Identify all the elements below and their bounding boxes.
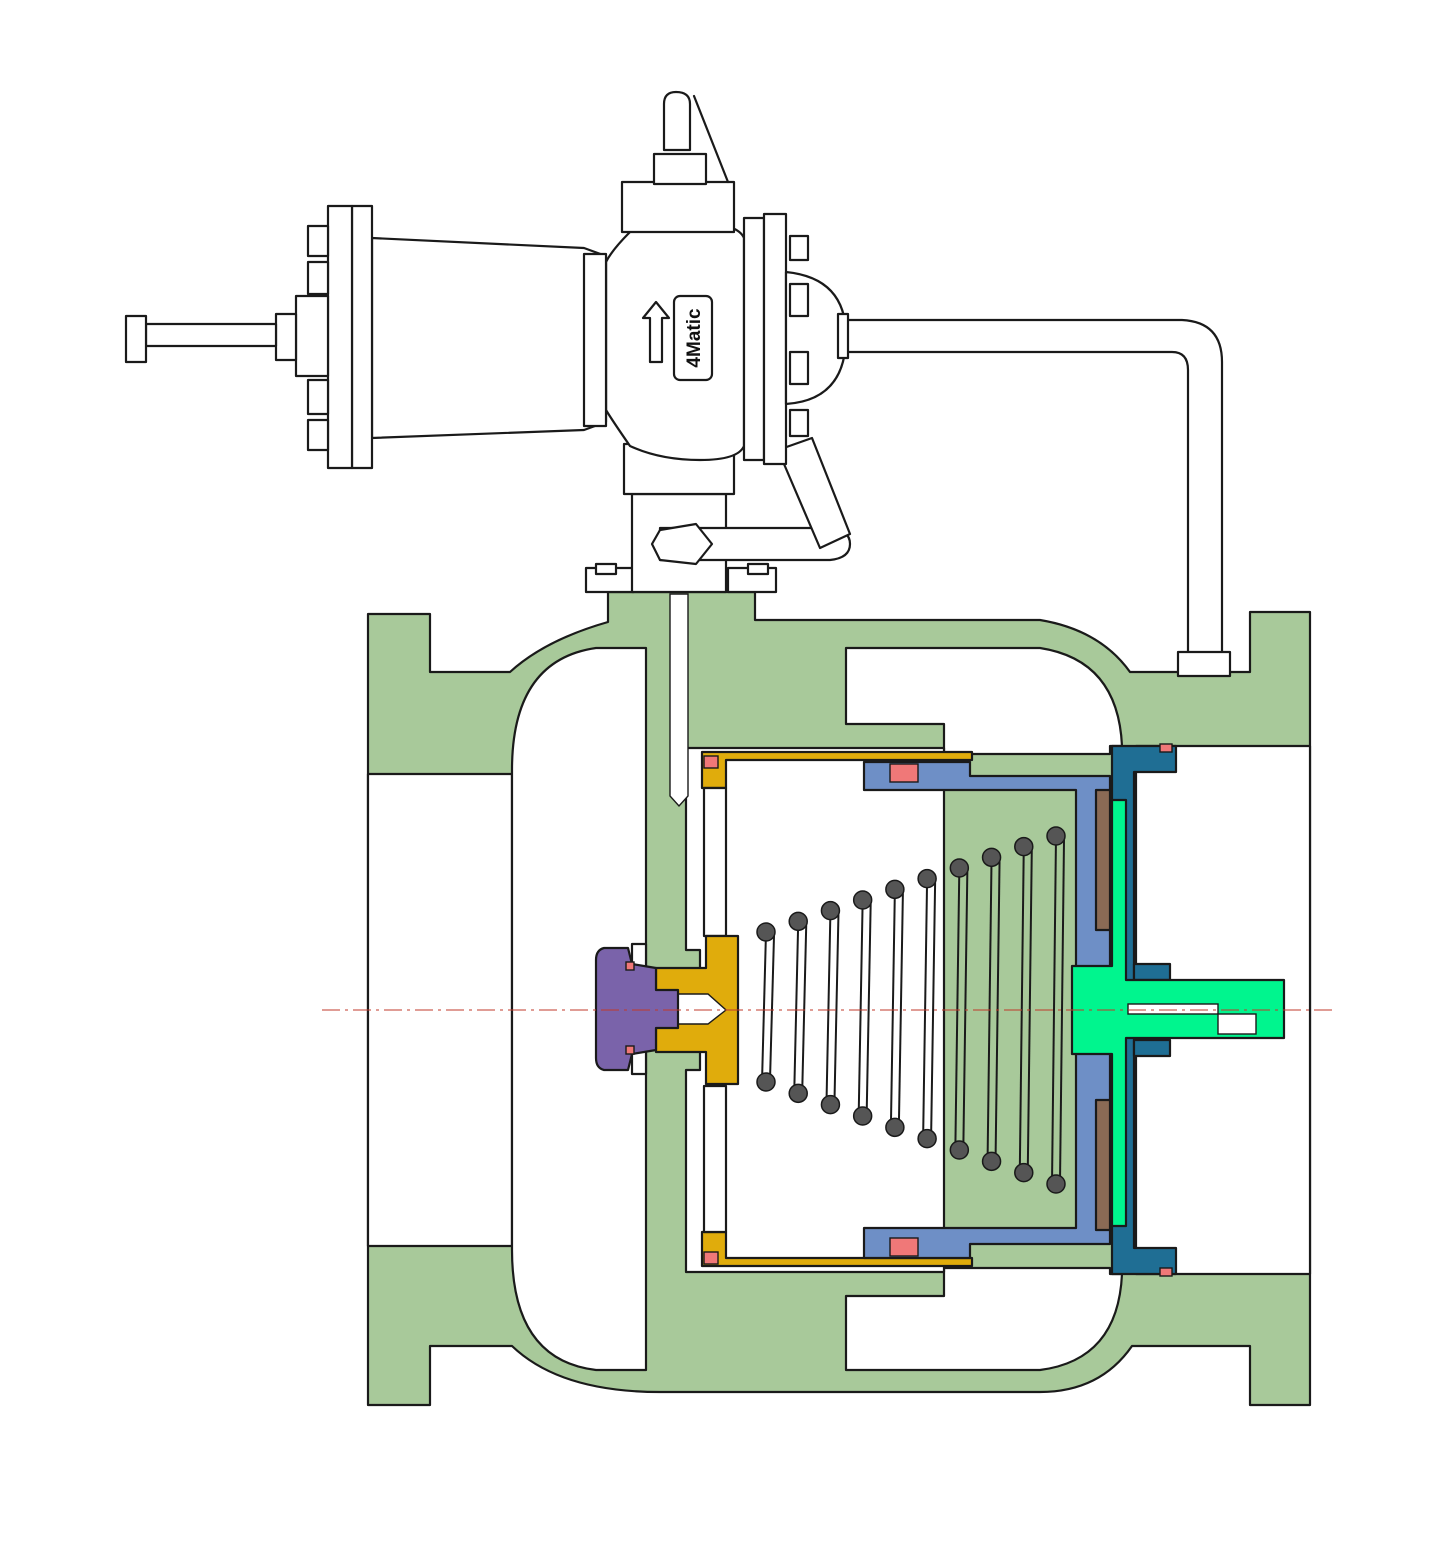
cylinder-lower-wall (700, 1230, 974, 1268)
lower-cavity (844, 1266, 1124, 1372)
brand-label: 4Matic (684, 308, 705, 368)
spring-coil-bottom (917, 1128, 937, 1149)
spring-coil-bottom (820, 1094, 841, 1115)
seat-seal-bottom (1159, 1267, 1173, 1277)
disc-stem-bore-2 (1217, 1013, 1257, 1035)
spring-coil-wire (1026, 850, 1033, 1171)
piston (862, 760, 1112, 1260)
nose-cap (594, 946, 680, 1072)
adjusting-screw-head (124, 314, 148, 364)
spring-coil-wire (986, 857, 993, 1162)
spring-coil-bottom (949, 1140, 970, 1160)
spring-coil-wire (922, 878, 929, 1139)
flange-bolt (788, 408, 810, 438)
up-arrow-icon (641, 300, 671, 364)
spring-coil-wire (857, 899, 864, 1117)
pilot-assembly: 4Matic (124, 90, 1232, 678)
flange-bolt (788, 350, 810, 386)
adjust-locknut (274, 312, 298, 362)
piston-seal-bottom (889, 1237, 919, 1257)
spring-coil-top (788, 911, 808, 932)
spring-coil-top (852, 890, 873, 910)
seat-seal-top (1159, 743, 1173, 753)
spring-coil-wire (833, 914, 840, 1103)
seat-ring-insert-bottom (1132, 1038, 1172, 1058)
pilot-right-flange-2 (762, 212, 788, 466)
spring-coil-wire (761, 931, 767, 1083)
disc-liner-lower (1094, 1098, 1112, 1232)
vent-tube (662, 90, 692, 152)
ball-valve-nut (650, 522, 714, 566)
spring-coil-wire (954, 867, 961, 1151)
upper-fitting (652, 152, 708, 186)
ball-valve-lever (776, 436, 852, 550)
pipe-fitting-collar (836, 312, 850, 360)
spring-coil-bottom (852, 1106, 873, 1126)
spring-coil-top (1046, 826, 1066, 846)
spring-coil-wire (825, 910, 832, 1105)
spring-coil-bottom (885, 1117, 905, 1138)
cylinder-upper-wall (700, 750, 974, 790)
upper-union-nut (620, 180, 736, 234)
spring-coil-wire (930, 882, 937, 1137)
cylinder-cavity (684, 746, 946, 1274)
flange-bolt (788, 234, 810, 262)
spring-coil-top (1014, 836, 1034, 857)
seat-ring (1110, 744, 1178, 1276)
seal-cyl-top (703, 755, 719, 769)
spring-coil-bottom (1046, 1174, 1066, 1194)
spring-coil-top (756, 922, 776, 942)
spring-coil-bottom (788, 1083, 808, 1104)
spring-coil-wire (865, 903, 872, 1115)
spring-coil-wire (897, 893, 904, 1126)
spring-coil-wire (801, 925, 808, 1092)
disc-liner-upper (1094, 788, 1112, 932)
pilot-right-flange (742, 216, 766, 462)
spring-coil-wire (1059, 839, 1065, 1183)
pilot-housing-collar (582, 252, 608, 428)
spring-coil-top (885, 879, 905, 900)
spring-coil-top (820, 900, 841, 921)
flange-bolt (306, 224, 330, 258)
spring-coil-wire (769, 935, 775, 1081)
spring-coil-bottom (1014, 1162, 1034, 1183)
adjusting-screw (144, 322, 278, 348)
pipe-outlet-nut (1176, 650, 1232, 678)
disc-stem-bore (1127, 1003, 1219, 1015)
seat-ring-insert-top (1132, 962, 1172, 982)
spring-coil-bottom (756, 1072, 776, 1092)
cylinder-guide-lower (702, 1084, 728, 1234)
flange-bolt (306, 418, 330, 452)
spring-coil-top (917, 868, 937, 889)
spring-coil-bottom (981, 1151, 1002, 1172)
cylinder-guide-upper (702, 786, 728, 938)
main-spring (756, 826, 1066, 1194)
inlet-chamber (510, 646, 648, 1372)
flange-bolt (306, 260, 330, 296)
sensing-pipe (844, 318, 1224, 656)
pilot-left-flange-2 (326, 204, 354, 470)
spring-coil-top (949, 858, 970, 878)
nose-seal-bottom (625, 1045, 635, 1055)
nose-seal-top (625, 961, 635, 971)
spring-coil-wire (793, 921, 800, 1094)
upper-cavity (844, 646, 1124, 756)
vent-tube-brace (692, 94, 730, 184)
pilot-left-flange (350, 204, 374, 470)
seal-cyl-bottom (703, 1251, 719, 1265)
pilot-passage (669, 593, 689, 808)
pilot-spring-housing (370, 236, 608, 440)
spring-coil-wire (889, 889, 896, 1128)
pilot-base-nut-right (746, 562, 770, 576)
spring-coil-wire (1051, 835, 1057, 1185)
piston-seal-top (889, 763, 919, 783)
pilot-base-nut-left (594, 562, 618, 576)
brand-label-plate (672, 294, 714, 382)
flange-bolt (306, 378, 330, 416)
flange-bolt (788, 282, 810, 318)
spring-coil-top (981, 847, 1002, 868)
adjust-locknut-housing (294, 294, 330, 378)
